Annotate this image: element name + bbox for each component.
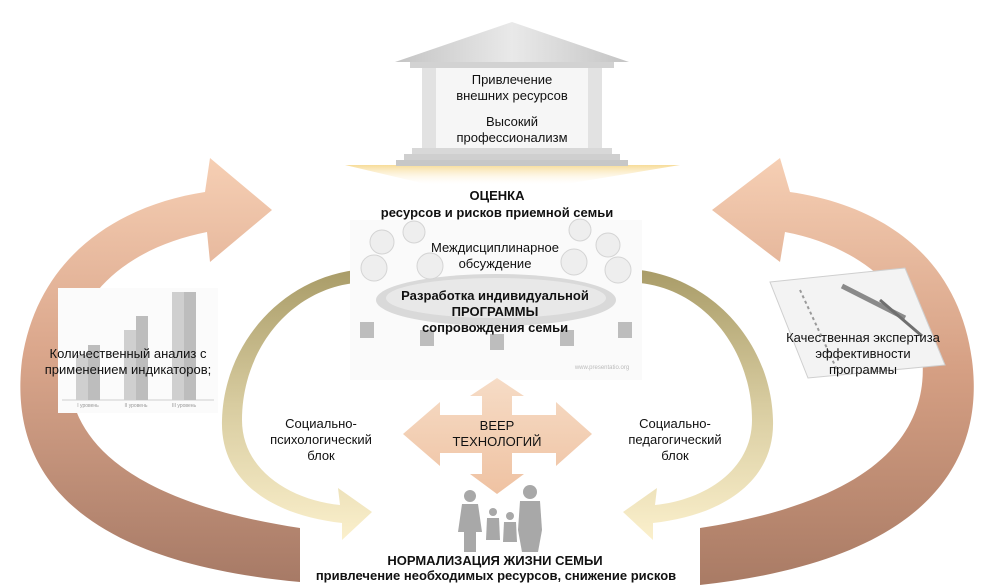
chart-category-3: III уровень xyxy=(171,403,197,409)
outer-right-arrow xyxy=(700,158,974,585)
building-text-4: профессионализм xyxy=(420,130,604,146)
discussion-line1: Междисциплинарное xyxy=(431,240,559,255)
program-line1: Разработка индивидуальной xyxy=(401,288,589,303)
quality-expertise-line2: эффективности xyxy=(815,346,911,361)
professionalism-line2: профессионализм xyxy=(456,130,568,145)
program-line2: ПРОГРАММЫ xyxy=(451,304,539,319)
funnel xyxy=(345,165,680,185)
normalization-subtitle: привлечение необходимых ресурсов, снижен… xyxy=(315,568,677,583)
fan-line1: ВЕЕР xyxy=(479,418,515,433)
building-icon xyxy=(395,22,629,166)
quantitative-analysis-line1: Количественный анализ с xyxy=(49,346,207,361)
outer-left-arrow xyxy=(20,158,300,582)
social-psych-line3: блок xyxy=(307,448,335,463)
social-psych-line1: Социально- xyxy=(285,416,357,431)
external-resources-line1: Привлечение xyxy=(471,72,553,87)
inner-left-arc xyxy=(221,270,372,540)
discussion-line2: обсуждение xyxy=(458,256,532,271)
building-text-3: Высокий xyxy=(420,114,604,130)
bar-chart-illustration xyxy=(58,288,218,413)
assessment-subtitle: ресурсов и рисков приемной семьи xyxy=(380,205,614,220)
family-silhouette-icon xyxy=(458,485,542,552)
quantitative-analysis-line2: применением индикаторов; xyxy=(44,362,212,377)
quality-expertise-line1: Качественная экспертиза xyxy=(786,330,940,345)
quality-expertise-line3: программы xyxy=(829,362,897,377)
external-resources-line2: внешних ресурсов xyxy=(456,88,568,103)
chart-category-2: II уровень xyxy=(124,403,148,409)
program-line3: сопровождения семьи xyxy=(421,320,569,335)
watermark: www.presentatio.org xyxy=(574,365,630,371)
chart-category-1: I уровень xyxy=(77,403,99,409)
social-psych-line2: психологический xyxy=(270,432,372,447)
social-ped-line2: педагогический xyxy=(628,432,722,447)
professionalism-line1: Высокий xyxy=(485,114,539,129)
meeting-illustration xyxy=(350,218,642,380)
social-ped-line1: Социально- xyxy=(639,416,711,431)
inner-right-arc xyxy=(623,270,774,540)
social-ped-line3: блок xyxy=(661,448,689,463)
assessment-title: ОЦЕНКА xyxy=(469,188,525,203)
building-text-2: внешних ресурсов xyxy=(420,88,604,104)
building-text-1: Привлечение xyxy=(420,72,604,88)
notebook-illustration xyxy=(769,267,946,379)
fan-line2: ТЕХНОЛОГИЙ xyxy=(452,434,542,449)
fan-technologies-arrow xyxy=(403,378,592,494)
normalization-title: НОРМАЛИЗАЦИЯ ЖИЗНИ СЕМЬИ xyxy=(387,553,603,568)
